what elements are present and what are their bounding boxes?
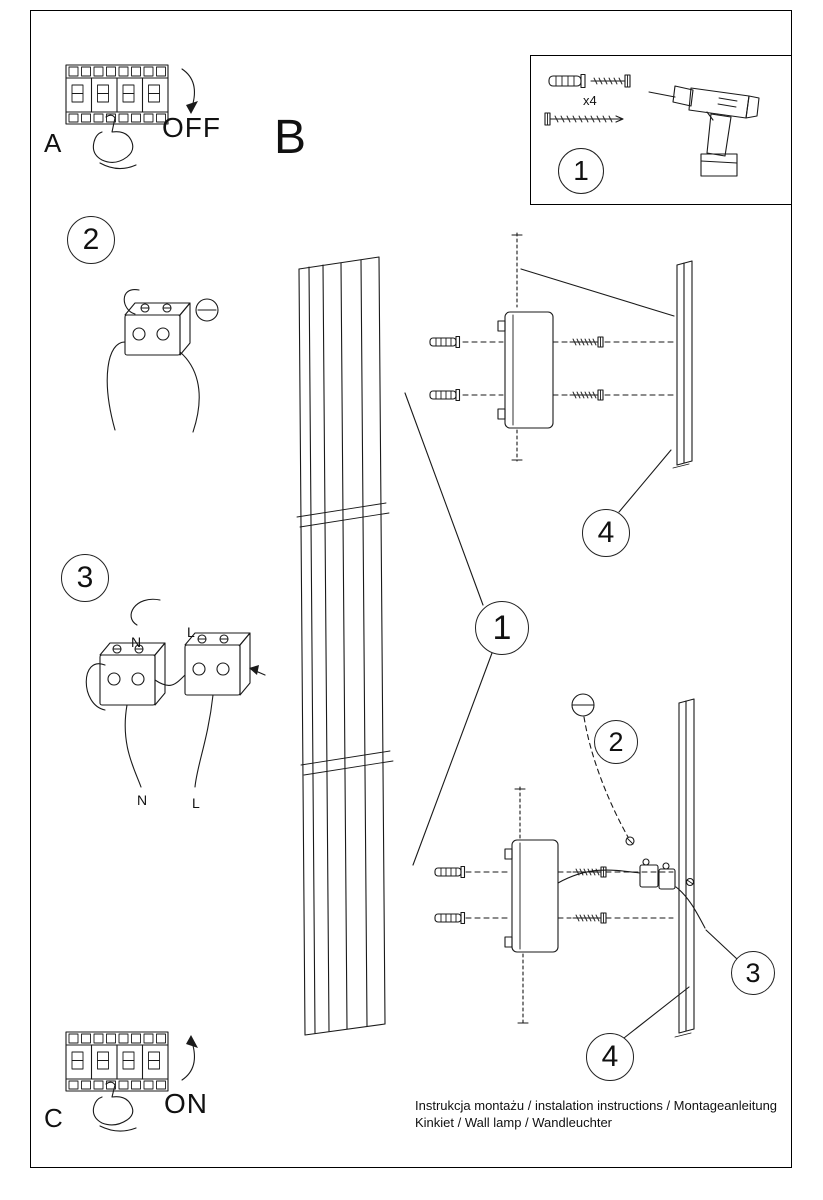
centerline <box>511 232 675 462</box>
step-4-number: 4 <box>597 516 615 549</box>
wire <box>106 289 200 433</box>
circuit-breaker-icon <box>65 1031 169 1092</box>
neutral-label: N <box>137 792 147 808</box>
screwdriver-symbol <box>195 298 219 322</box>
footer-caption: Instrukcja montażu / instalation instruc… <box>415 1097 795 1131</box>
step-2-badge: 2 <box>594 720 638 764</box>
wall-anchor-icon <box>548 73 586 89</box>
screw-icon <box>590 74 631 88</box>
hand-icon <box>92 114 137 170</box>
step-1-number: 1 <box>492 608 512 647</box>
wire <box>85 598 214 788</box>
exploded-view-drawing <box>296 232 738 1039</box>
wall-anchor-icon <box>429 388 461 402</box>
leader-lines <box>404 392 493 866</box>
included-parts-box: x4 1 <box>530 55 792 205</box>
neutral-label: N <box>131 634 141 650</box>
leader-line <box>705 929 738 960</box>
screw-icon <box>572 912 607 924</box>
footer-line-1: Instrukcja montażu / instalation instruc… <box>415 1098 778 1113</box>
terminal-block <box>124 302 191 356</box>
leader-line <box>583 716 629 838</box>
parts-drawing: x4 <box>544 73 760 177</box>
page-border <box>30 10 792 1168</box>
leader-line <box>618 449 672 513</box>
step-3-badge: 3 <box>61 554 109 602</box>
section-c-label: C <box>44 1103 63 1133</box>
mounting-bracket-upper <box>497 311 554 429</box>
power-on-label: ON <box>164 1088 208 1119</box>
step-3-badge: 3 <box>731 951 775 995</box>
small-screw-icon <box>625 836 635 846</box>
drill-icon <box>648 85 760 177</box>
circuit-breaker-icon <box>65 64 169 125</box>
step-4-badge: 4 <box>582 509 630 557</box>
step-2-badge: 2 <box>67 216 115 264</box>
wall-anchor-icon <box>434 865 466 879</box>
live-label: L <box>187 624 195 640</box>
live-label: L <box>192 795 200 811</box>
step-4-badge: 4 <box>586 1033 634 1081</box>
terminal-block <box>99 642 166 706</box>
step-4-number: 4 <box>601 1040 619 1073</box>
breaker-off-drawing <box>65 64 198 170</box>
step-2-number: 2 <box>608 726 624 757</box>
screwdriver-symbol <box>571 693 595 717</box>
step-1-badge: 1 <box>475 601 529 655</box>
rotate-arrow-icon <box>181 1035 198 1081</box>
screw-icon <box>569 389 604 401</box>
step-1-number: 1 <box>573 155 589 186</box>
footer-line-2: Kinkiet / Wall lamp / Wandleuchter <box>415 1115 612 1130</box>
screw-icon <box>569 336 604 348</box>
power-off-label: OFF <box>162 112 221 143</box>
breaker-on-drawing <box>65 1031 198 1132</box>
wall-channel-upper <box>672 260 693 469</box>
wiring-step-2-drawing <box>106 289 219 433</box>
assembly-axis-lines <box>462 341 674 396</box>
quantity-label: x4 <box>583 93 597 108</box>
wiring-step-3-drawing: N L N L <box>85 598 266 811</box>
step-2-number: 2 <box>82 223 100 256</box>
step-3-number: 3 <box>76 561 94 594</box>
pointer-arrow-icon <box>249 665 266 676</box>
long-screw-icon <box>544 112 624 126</box>
assembly-axis-lines <box>465 871 674 919</box>
lamp-profile <box>296 256 394 1036</box>
hand-icon <box>92 1081 137 1132</box>
centerline <box>514 786 529 1024</box>
wall-anchor-icon <box>429 335 461 349</box>
mounting-bracket-lower <box>504 839 559 953</box>
leader-line <box>623 986 690 1039</box>
step-3-number: 3 <box>745 957 761 988</box>
rotate-arrow-icon <box>181 68 198 114</box>
wall-anchor-icon <box>434 911 466 925</box>
section-b-label: B <box>274 111 307 164</box>
wall-channel-lower <box>674 698 695 1038</box>
section-a-label: A <box>44 128 62 158</box>
step-1-badge: 1 <box>558 148 604 194</box>
terminal-block <box>184 632 251 696</box>
